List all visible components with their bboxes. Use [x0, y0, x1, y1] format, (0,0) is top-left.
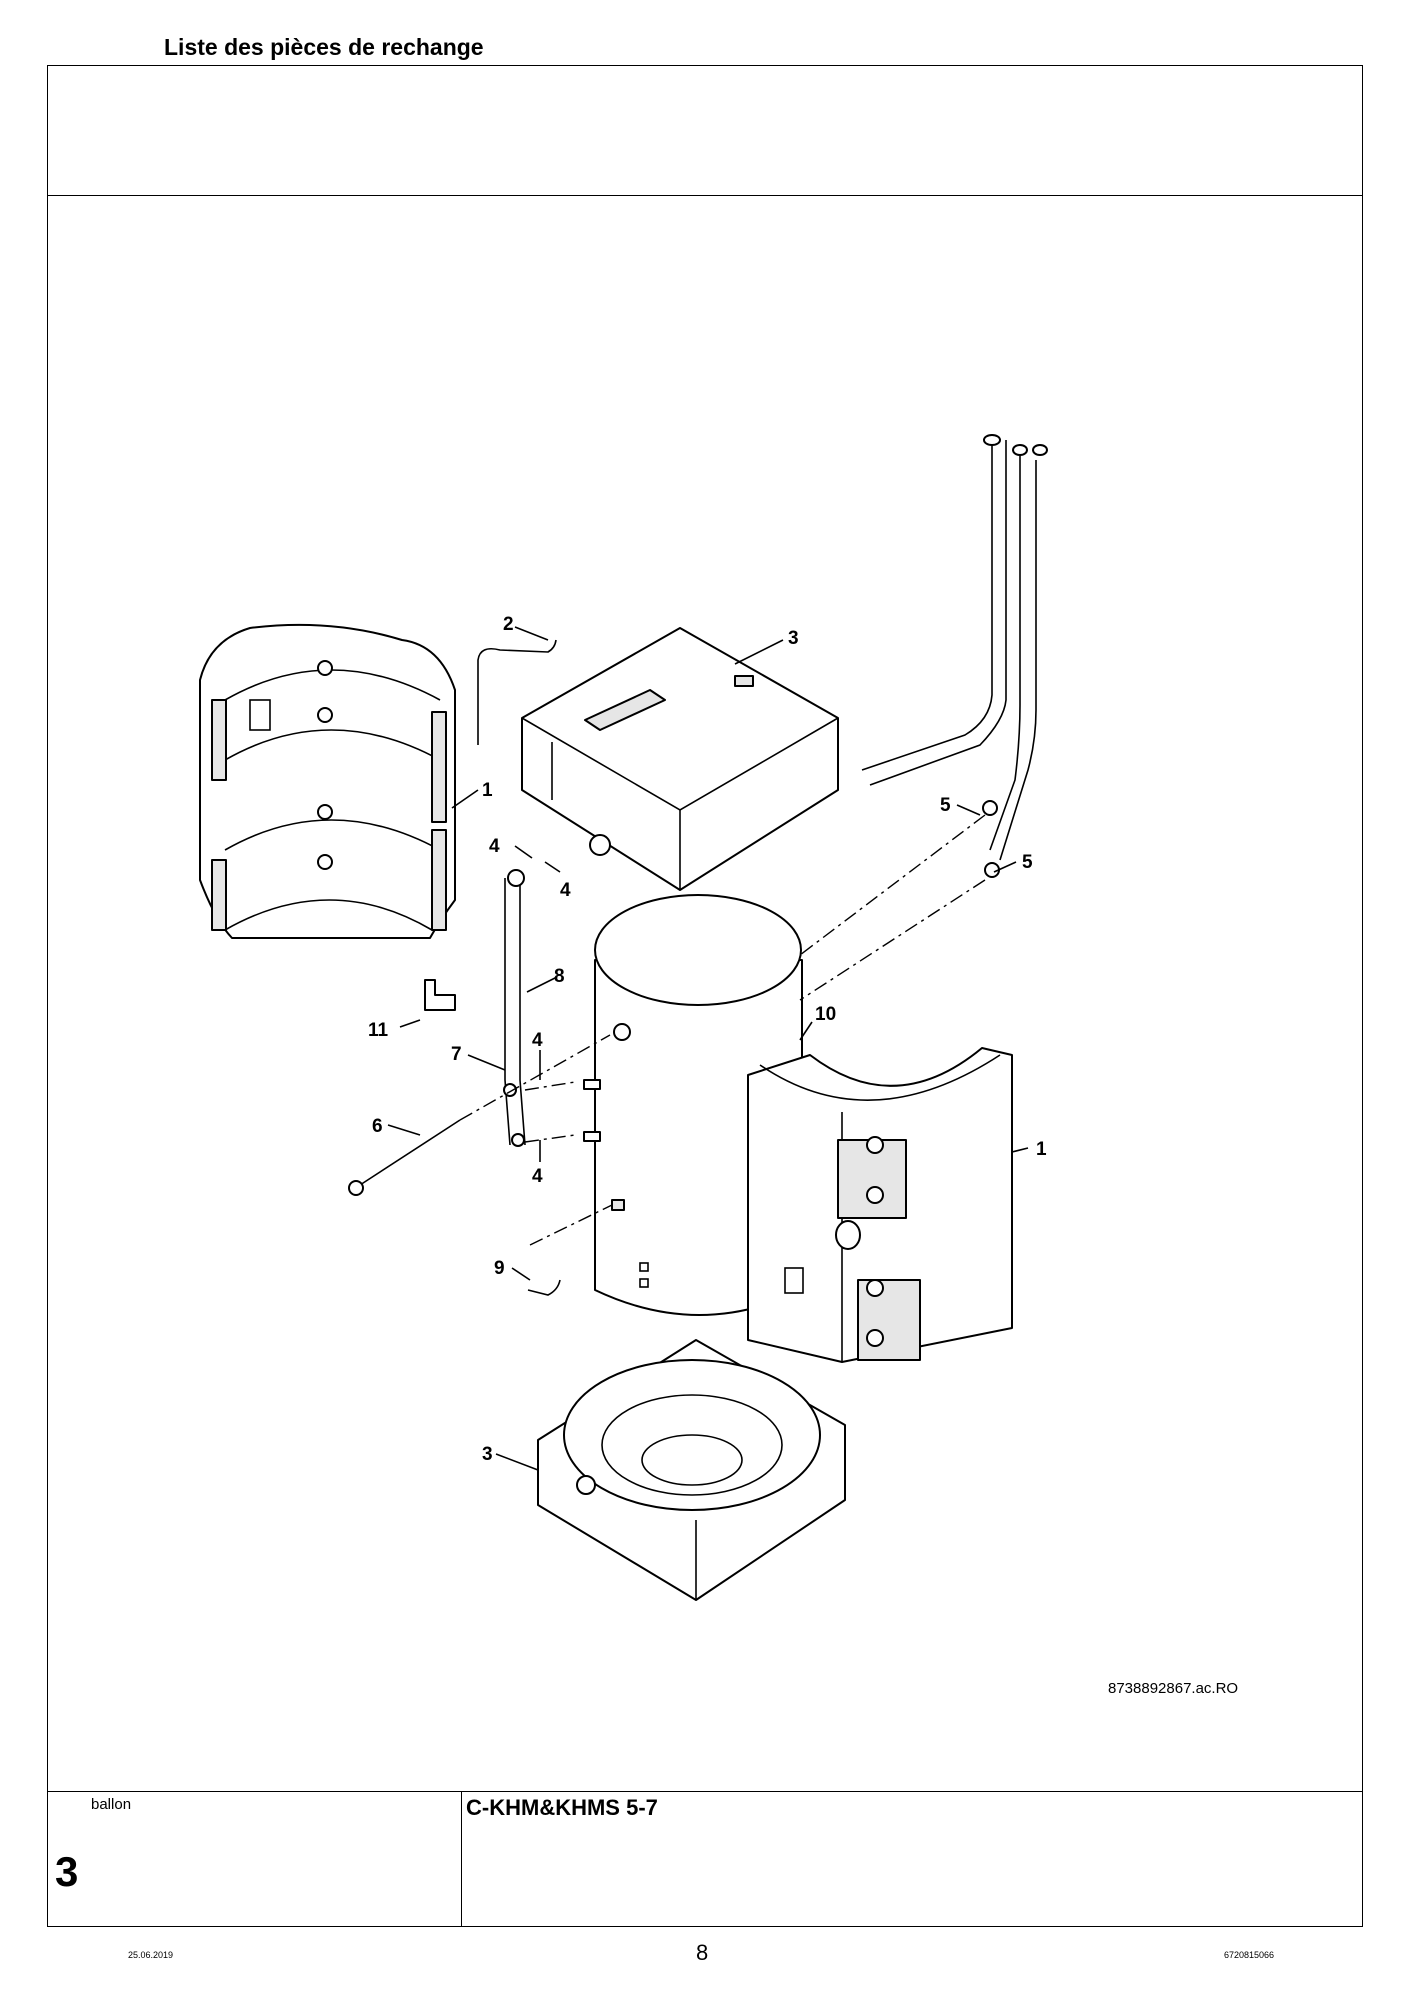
callout-4-a: 4 [489, 836, 500, 857]
callout-4-b: 4 [560, 880, 571, 901]
callout-3-top: 3 [788, 628, 799, 649]
page-number: 8 [696, 1940, 709, 1965]
callout-6: 6 [372, 1116, 383, 1137]
header-divider [48, 195, 1362, 196]
callout-2: 2 [503, 614, 514, 635]
callout-8: 8 [554, 966, 565, 987]
callout-5-b: 5 [1022, 852, 1033, 873]
bracket [424, 979, 456, 1011]
callout-9: 9 [494, 1258, 505, 1279]
callout-4-d: 4 [532, 1166, 543, 1187]
page-frame [47, 65, 1363, 1927]
flexible-hoses [503, 869, 526, 1147]
callout-4-c: 4 [532, 1030, 543, 1051]
clip [527, 1279, 561, 1296]
insulation-shell-right [747, 1047, 1013, 1363]
footer-vertical-divider [461, 1791, 462, 1926]
sensor-rod [348, 1119, 461, 1196]
callout-10: 10 [815, 1004, 836, 1025]
callout-5-a: 5 [940, 795, 951, 816]
drawing-reference: 8738892867.ac.RO [1108, 1680, 1239, 1697]
sensor-wire [477, 639, 557, 745]
callout-3-bottom: 3 [482, 1444, 493, 1465]
print-date: 25.06.2019 [128, 1950, 174, 1960]
page-title: Liste des pièces de rechange [164, 34, 484, 60]
top-polystyrene-block [521, 627, 839, 891]
bottom-polystyrene-block [537, 1339, 846, 1601]
callout-11: 11 [368, 1020, 389, 1041]
callout-7: 7 [451, 1044, 462, 1065]
footer-divider [48, 1791, 1362, 1792]
document-number: 6720815066 [1224, 1950, 1275, 1960]
leader-lines [387, 626, 1029, 1471]
insulation-shell-left [199, 623, 456, 939]
callout-1-right: 1 [1036, 1139, 1047, 1160]
connection-pipes [861, 434, 1048, 878]
callout-1-left: 1 [482, 780, 493, 801]
assembly-lines [459, 814, 986, 1246]
